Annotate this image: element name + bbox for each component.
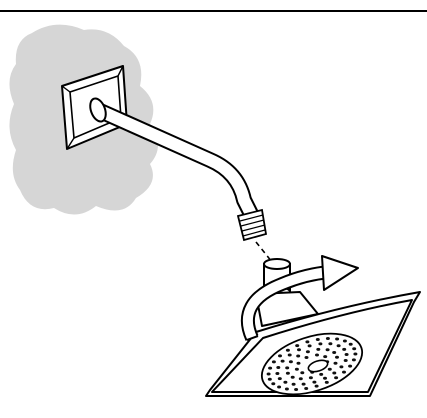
spray-hole	[349, 343, 353, 346]
spray-hole	[339, 365, 343, 368]
spray-hole	[285, 366, 289, 369]
spray-hole	[334, 362, 338, 365]
spray-hole	[285, 388, 289, 391]
spray-hole	[277, 386, 281, 389]
spray-hole	[268, 378, 272, 381]
spray-hole	[342, 348, 346, 351]
spray-hole	[337, 344, 341, 347]
spray-hole	[281, 360, 285, 363]
spray-hole	[272, 360, 276, 363]
spray-hole	[326, 337, 330, 340]
spray-hole	[315, 354, 319, 357]
spray-hole	[275, 372, 279, 375]
spray-hole	[309, 376, 313, 379]
spray-hole	[291, 376, 295, 379]
spray-hole	[352, 347, 356, 350]
spray-hole	[344, 359, 348, 362]
spray-hole	[334, 376, 338, 379]
spray-hole	[304, 387, 308, 390]
spray-hole	[296, 355, 300, 358]
spray-hole	[267, 373, 271, 376]
spray-hole	[316, 338, 320, 341]
spray-hole	[332, 372, 336, 375]
spray-hole	[352, 358, 356, 361]
spray-hole	[283, 381, 287, 384]
spray-hole	[318, 342, 322, 345]
spray-hole	[308, 344, 312, 347]
spray-hole	[353, 353, 357, 356]
spray-hole	[335, 356, 339, 359]
spray-hole	[316, 348, 320, 351]
spray-hole	[295, 344, 299, 347]
spray-hole	[328, 368, 332, 371]
spray-hole	[325, 381, 329, 384]
spray-hole	[288, 354, 292, 357]
spray-hole	[306, 350, 310, 353]
spray-hole	[319, 373, 323, 376]
spray-hole	[297, 348, 301, 351]
spray-hole	[271, 382, 275, 385]
threaded-end	[238, 210, 266, 240]
spray-hole	[342, 371, 346, 374]
spray-hole	[323, 355, 327, 358]
spray-hole	[312, 381, 316, 384]
spray-hole	[278, 377, 282, 380]
spray-hole	[278, 354, 282, 357]
spray-hole	[276, 366, 280, 369]
spray-hole	[286, 372, 290, 375]
spray-hole	[268, 367, 272, 370]
spray-hole	[292, 383, 296, 386]
spray-hole	[295, 368, 299, 371]
spray-hole	[300, 371, 304, 374]
spray-hole	[326, 348, 330, 351]
spray-hole	[315, 385, 319, 388]
spray-hole	[294, 388, 298, 391]
spray-hole	[305, 356, 309, 359]
spray-hole	[335, 338, 339, 341]
spray-hole	[328, 342, 332, 345]
spray-hole	[286, 349, 290, 352]
spray-hole	[343, 340, 347, 343]
spray-hole	[297, 362, 301, 365]
spray-hole	[302, 383, 306, 386]
spray-hole	[299, 377, 303, 380]
spray-hole	[323, 377, 327, 380]
spray-hole	[345, 353, 349, 356]
spray-hole	[332, 351, 336, 354]
spray-hole	[305, 340, 309, 343]
spray-hole	[289, 360, 293, 363]
spray-hole	[348, 365, 352, 368]
